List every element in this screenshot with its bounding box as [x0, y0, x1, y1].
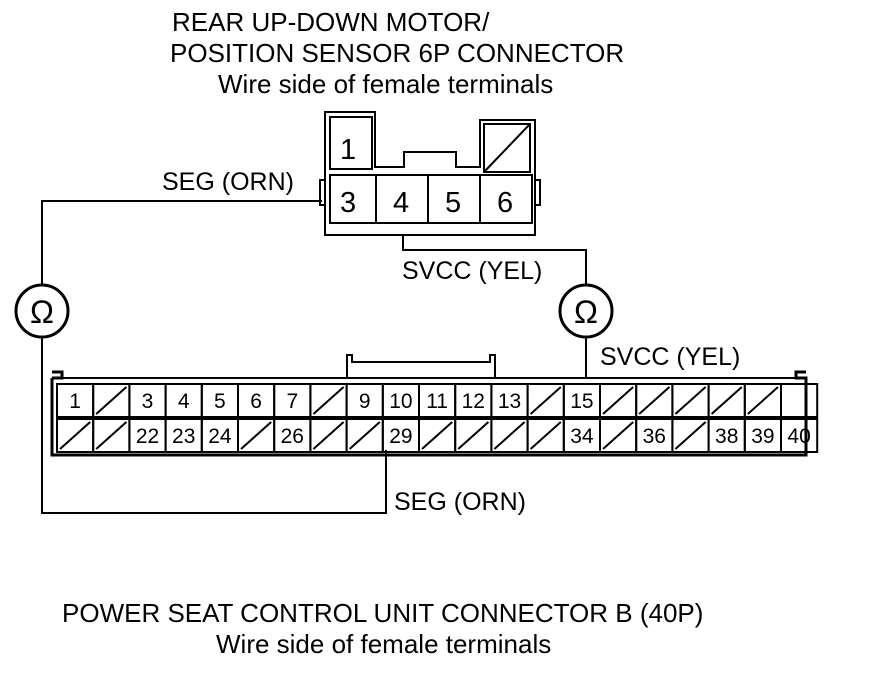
unused-terminal-slash [674, 386, 707, 415]
unused-terminal-slash [747, 386, 779, 415]
unused-terminal-slash [95, 421, 128, 450]
top-connector-6p: 1 3 4 5 6 [319, 111, 541, 236]
terminal-label: 26 [281, 425, 304, 448]
terminal-label: 24 [208, 425, 232, 448]
terminal-label: 10 [389, 390, 412, 413]
terminal-label: 40 [787, 425, 810, 448]
unused-terminal-slash [529, 386, 562, 415]
unused-terminal-slash [529, 421, 562, 450]
terminal-label: 9 [359, 390, 371, 413]
unused-terminal-slash [638, 386, 671, 415]
terminal-cell [780, 383, 819, 418]
terminal-label: 39 [751, 425, 774, 448]
bottom-connector-title: POWER SEAT CONTROL UNIT CONNECTOR B (40P… [62, 598, 703, 628]
pin-6-label: 6 [497, 187, 513, 219]
seg-wire-top [41, 200, 322, 285]
unused-terminal-slash [457, 421, 490, 450]
terminal-label: 6 [250, 390, 262, 413]
ohmmeter-right: Ω [558, 283, 614, 339]
terminal-label: 4 [178, 390, 190, 413]
terminal-label: 1 [69, 390, 81, 413]
pin-cell-1 [329, 116, 373, 170]
ohmmeter-left: Ω [14, 283, 70, 339]
terminal-label: 11 [426, 390, 448, 413]
unused-terminal-slash [240, 421, 272, 450]
pin-cell-6 [479, 174, 533, 224]
terminal-label: 38 [715, 425, 738, 448]
terminal-label: 34 [570, 425, 594, 448]
terminal-cell [780, 418, 819, 453]
terminal-label: 22 [136, 425, 159, 448]
pin-4-label: 4 [393, 187, 409, 219]
empty-cell-2 [483, 123, 531, 173]
unused-terminal-slash [59, 421, 91, 450]
unused-terminal-slash [602, 421, 634, 450]
svcc-label-top: SVCC (YEL) [402, 257, 542, 285]
unused-terminal-slash [95, 386, 128, 415]
top-connector-subtitle: Wire side of female terminals [218, 69, 553, 99]
empty-slash [483, 123, 531, 173]
ohm-symbol-right: Ω [574, 294, 598, 330]
seg-wire-bottom [41, 337, 387, 514]
seg-label-bottom: SEG (ORN) [394, 488, 526, 516]
unused-terminal-slash [710, 386, 743, 415]
terminal-label: 36 [643, 425, 666, 448]
top-connector-title-line2: POSITION SENSOR 6P CONNECTOR [170, 38, 624, 68]
terminal-label: 5 [214, 390, 226, 413]
unused-terminal-slash [602, 386, 634, 415]
pin-3-label: 3 [340, 187, 356, 219]
unused-terminal-slash [348, 421, 381, 450]
svcc-label-bottom: SVCC (YEL) [600, 343, 740, 371]
seg-label-top: SEG (ORN) [162, 168, 294, 196]
terminal-label: 15 [570, 390, 593, 413]
ohm-symbol-left: Ω [30, 294, 54, 330]
unused-terminal-slash [421, 421, 453, 450]
pin-1-label: 1 [340, 134, 356, 166]
unused-terminal-slash [674, 421, 707, 450]
unused-terminal-slash [312, 421, 345, 450]
unused-terminal-slash [493, 421, 526, 450]
pin-5-label: 5 [445, 187, 461, 219]
terminal-label: 29 [389, 425, 412, 448]
unused-terminal-slash [312, 386, 345, 415]
terminal-label: 3 [142, 390, 154, 413]
top-connector-title-line1: REAR UP-DOWN MOTOR/ [172, 7, 490, 37]
svcc-wire-top [402, 235, 587, 285]
bottom-connector-subtitle: Wire side of female terminals [216, 629, 551, 659]
terminal-label: 23 [172, 425, 195, 448]
terminal-label: 13 [498, 390, 521, 413]
terminal-label: 12 [462, 390, 485, 413]
terminal-label: 7 [286, 390, 298, 413]
